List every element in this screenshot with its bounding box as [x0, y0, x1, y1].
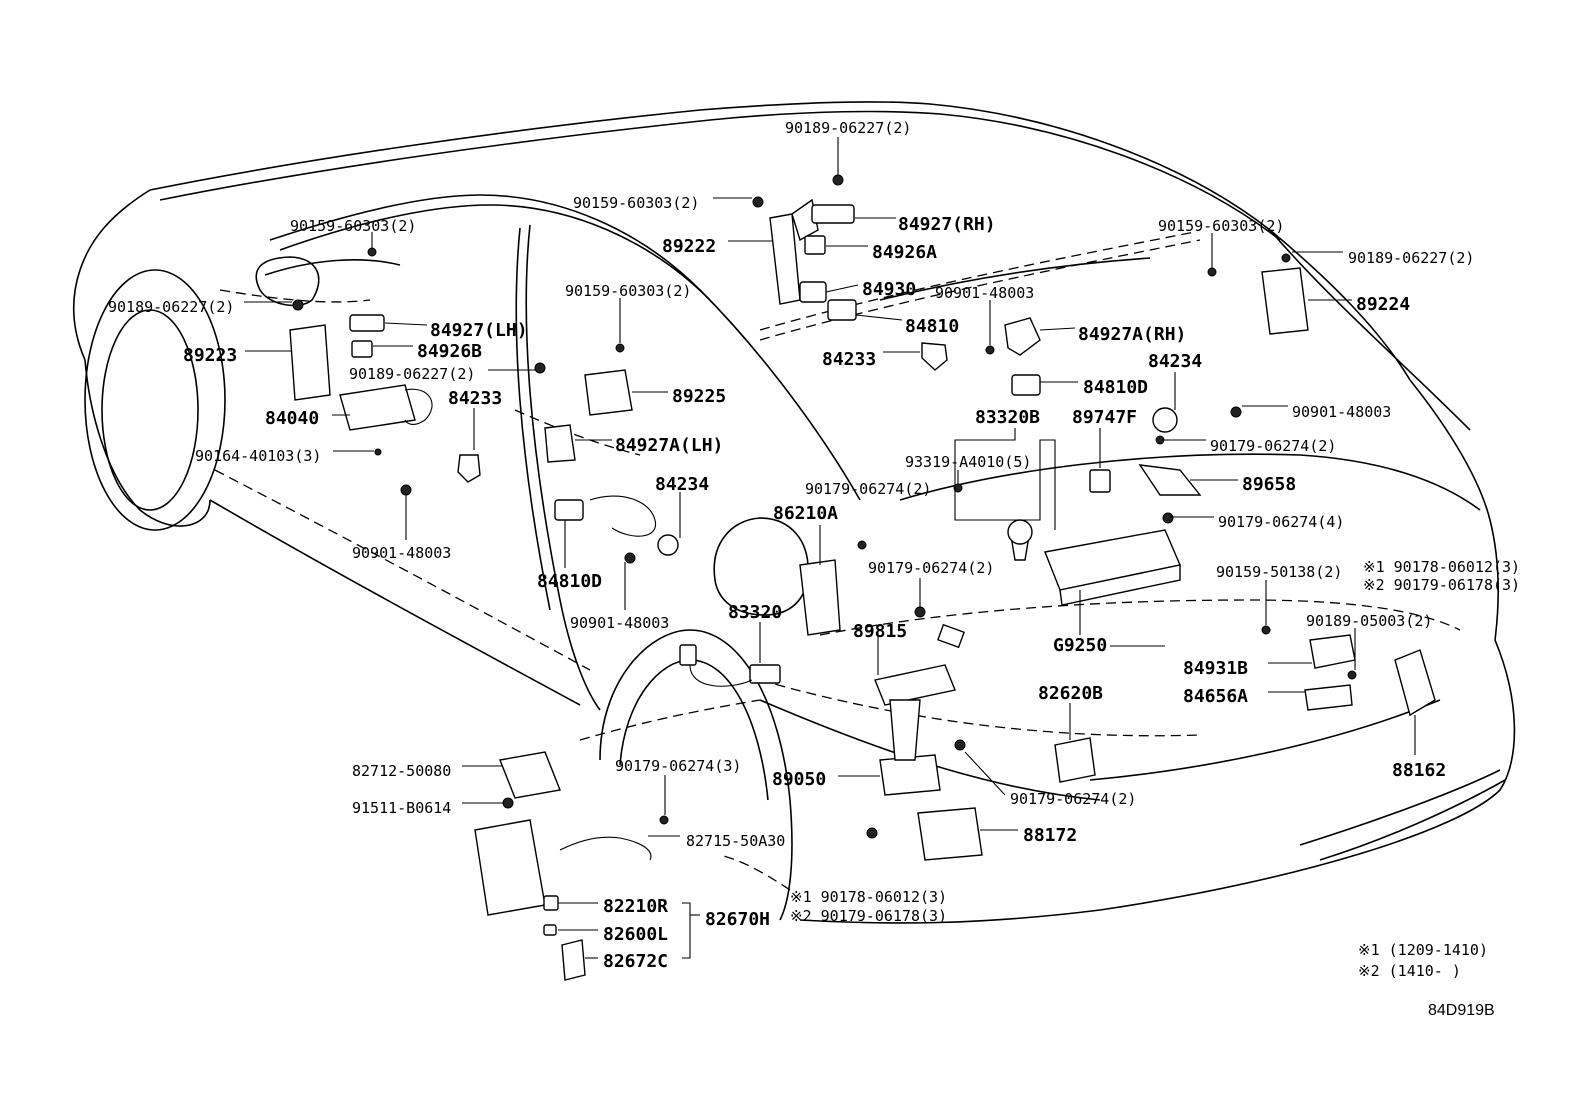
- part-label-l59: 82715-50A30: [686, 832, 785, 850]
- part-label-l50: 89225: [672, 386, 726, 407]
- part-label-l54: 84810D: [537, 571, 602, 592]
- part-label-l46: 84233: [448, 388, 502, 409]
- part-label-l38: 90179-06274(2): [1010, 790, 1136, 808]
- part-label-l19: 90179-06274(4): [1218, 513, 1344, 531]
- part-label-l17: 90179-06274(2): [1210, 437, 1336, 455]
- part-label-l57: 90179-06274(3): [615, 757, 741, 775]
- part-label-l64: ※1 90178-06012(3): [790, 888, 947, 906]
- part-label-l28: G9250: [1053, 635, 1107, 656]
- part-label-l39: 88172: [1023, 825, 1077, 846]
- part-label-l25: 90179-06274(2): [868, 559, 994, 577]
- part-label-l62: 82600L: [603, 924, 668, 945]
- part-label-l41: 90189-06227(2): [108, 298, 234, 316]
- part-label-l65: ※2 90179-06178(3): [790, 907, 947, 925]
- part-label-l13: 90159-60303(2): [1158, 217, 1284, 235]
- part-label-l60: 82210R: [603, 896, 668, 917]
- part-label-l36: 88162: [1392, 760, 1446, 781]
- footnote-n1: ※1 (1209-1410): [1358, 941, 1488, 959]
- part-label-l08: 84810: [905, 316, 959, 337]
- part-label-l04: 89222: [662, 236, 716, 257]
- part-label-l48: 90164-40103(3): [195, 447, 321, 465]
- part-label-l43: 89223: [183, 345, 237, 366]
- part-label-l10: 84927A(RH): [1078, 324, 1186, 345]
- part-label-l51: 84927A(LH): [615, 435, 723, 456]
- part-label-l11: 84810D: [1083, 377, 1148, 398]
- part-label-l24: 86210A: [773, 503, 838, 524]
- part-label-l35: 82620B: [1038, 683, 1103, 704]
- part-label-l58: 91511-B0614: [352, 799, 451, 817]
- part-label-l63: 82672C: [603, 951, 668, 972]
- part-label-l06: 84930: [862, 279, 916, 300]
- footnotes: ※1 (1209-1410) ※2 (1410- ): [1358, 941, 1488, 980]
- part-label-l56: 82712-50080: [352, 762, 451, 780]
- part-number-labels: 90189-06227(2) 90159-60303(2) 84927(RH) 892…: [108, 119, 1520, 972]
- part-label-l07: 90901-48003: [935, 284, 1034, 302]
- part-label-l49: 90159-60303(2): [565, 282, 691, 300]
- part-label-l18: 89658: [1242, 474, 1296, 495]
- part-label-l14: 90189-06227(2): [1348, 249, 1474, 267]
- footnote-n2: ※2 (1410- ): [1358, 962, 1461, 980]
- part-label-l31: ※2 90179-06178(3): [1363, 576, 1520, 594]
- part-label-l29: 90159-50138(2): [1216, 563, 1342, 581]
- part-label-l05: 84926A: [872, 242, 937, 263]
- part-label-l52: 84234: [655, 474, 709, 495]
- part-label-l47: 84040: [265, 408, 319, 429]
- part-label-l15: 89224: [1356, 294, 1410, 315]
- part-label-l21: 89747F: [1072, 407, 1137, 428]
- part-label-l53: 90901-48003: [352, 544, 451, 562]
- part-label-l34: 84656A: [1183, 686, 1248, 707]
- part-label-l16: 90901-48003: [1292, 403, 1391, 421]
- part-label-l40: 90159-60303(2): [290, 217, 416, 235]
- part-label-l61: 82670H: [705, 909, 770, 930]
- part-label-l30: ※1 90178-06012(3): [1363, 558, 1520, 576]
- part-label-l42: 84927(LH): [430, 320, 528, 341]
- part-label-l09: 84233: [822, 349, 876, 370]
- part-label-l23: 90179-06274(2): [805, 480, 931, 498]
- part-label-l37: 89050: [772, 769, 826, 790]
- part-label-l45: 90189-06227(2): [349, 365, 475, 383]
- part-label-l32: 90189-05003(2): [1306, 612, 1432, 630]
- part-label-l20: 83320B: [975, 407, 1040, 428]
- figure-code: 84D919B: [1428, 1002, 1495, 1019]
- car-body-outline: [72, 101, 1516, 924]
- part-label-l44: 84926B: [417, 341, 482, 362]
- part-label-l01: 90189-06227(2): [785, 119, 911, 137]
- part-label-l55: 90901-48003: [570, 614, 669, 632]
- part-label-l33: 84931B: [1183, 658, 1248, 679]
- part-label-l03: 84927(RH): [898, 214, 996, 235]
- leader-lines: [244, 137, 1416, 959]
- part-label-l26: 89815: [853, 621, 907, 642]
- part-label-l12: 84234: [1148, 351, 1202, 372]
- part-label-l22: 93319-A4010(5): [905, 453, 1031, 471]
- part-label-l02: 90159-60303(2): [573, 194, 699, 212]
- part-label-l27: 83320: [728, 602, 782, 623]
- parts-shapes: [289, 198, 1436, 981]
